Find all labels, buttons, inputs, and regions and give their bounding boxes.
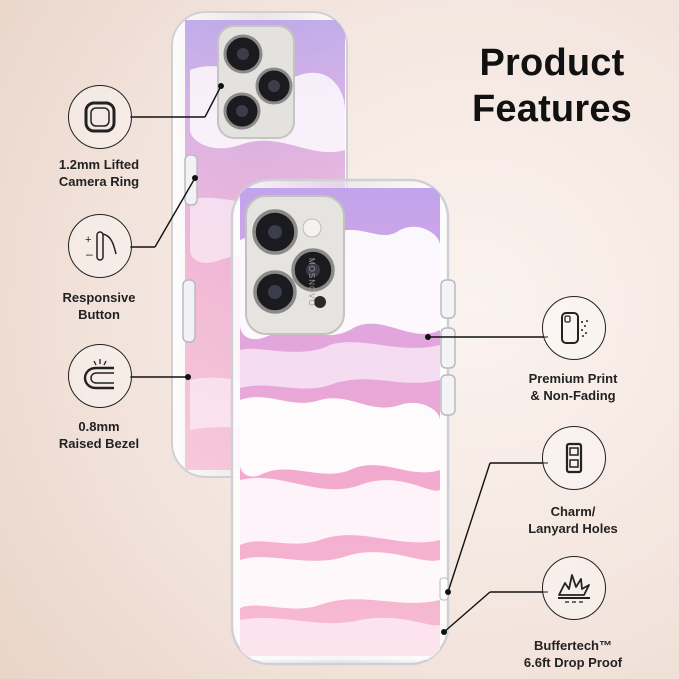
- bezel-line-1: 0.8mm: [78, 419, 120, 434]
- front-phone-case: [230, 178, 456, 666]
- print-label: Premium Print & Non-Fading: [498, 370, 648, 404]
- button-label: Responsive Button: [24, 289, 174, 323]
- drop-feature: [542, 556, 606, 620]
- bezel-label: 0.8mm Raised Bezel: [24, 418, 174, 452]
- print-line-2: & Non-Fading: [530, 388, 616, 403]
- bezel-line-2: Raised Bezel: [58, 436, 140, 451]
- camera-ring-icon: [84, 101, 116, 133]
- drop-line-2: 6.6ft Drop Proof: [523, 655, 623, 670]
- button-line-1: Responsive: [62, 290, 136, 305]
- button-feature: + –: [68, 214, 132, 278]
- title-line-1: Product: [479, 42, 625, 84]
- print-feature: [542, 296, 606, 360]
- button-icon: + –: [85, 231, 117, 261]
- camera-ring-line-1: 1.2mm Lifted: [58, 157, 140, 172]
- camera-ring-feature: [68, 85, 132, 149]
- phone-print-icon: [561, 312, 588, 344]
- button-line-2: Button: [78, 307, 120, 322]
- charm-feature: [542, 426, 606, 490]
- svg-text:–: –: [86, 247, 93, 261]
- drop-label: Buffertech™ 6.6ft Drop Proof: [498, 637, 648, 671]
- page-title: Product Features: [452, 40, 652, 132]
- impact-icon: [558, 574, 590, 603]
- bezel-feature: [68, 344, 132, 408]
- lanyard-holes-icon: [565, 442, 583, 474]
- print-line-1: Premium Print: [528, 371, 618, 386]
- svg-text:+: +: [85, 234, 91, 246]
- camera-ring-line-2: Camera Ring: [58, 174, 140, 189]
- charm-label: Charm/ Lanyard Holes: [498, 503, 648, 537]
- title-line-2: Features: [471, 88, 632, 130]
- drop-line-1: Buffertech™: [533, 638, 612, 653]
- charm-line-1: Charm/: [550, 504, 596, 519]
- bezel-icon: [83, 359, 114, 390]
- camera-ring-label: 1.2mm Lifted Camera Ring: [24, 156, 174, 190]
- charm-line-2: Lanyard Holes: [528, 521, 618, 536]
